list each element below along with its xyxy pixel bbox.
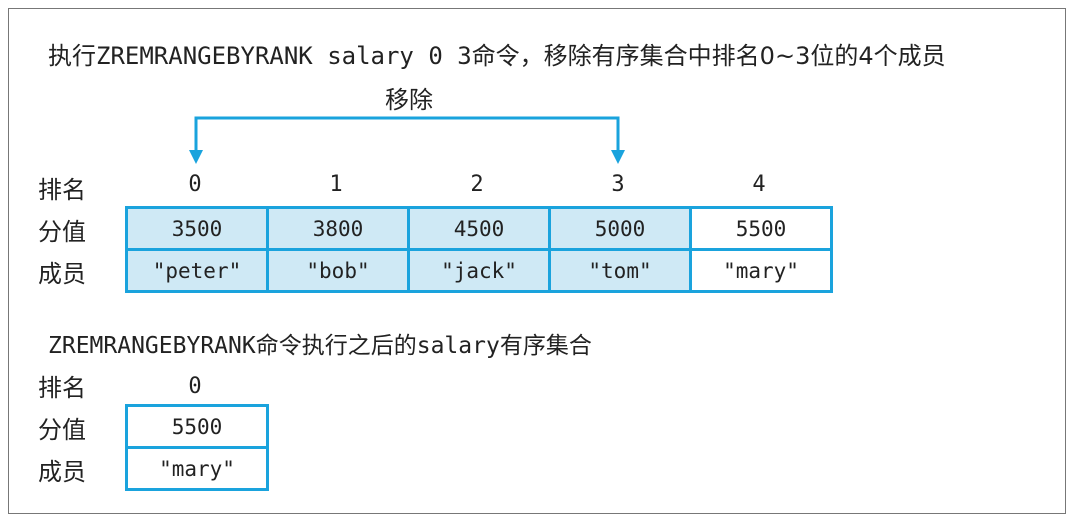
- before-rank-1: 1: [329, 172, 343, 197]
- member-label: 成员: [38, 260, 86, 288]
- before-score-cell-0: 3500: [125, 206, 269, 251]
- before-rank-2: 2: [470, 172, 484, 197]
- before-score-cell-3: 5000: [548, 206, 692, 251]
- after-title-key: salary: [416, 333, 500, 359]
- after-title-part1: 命令执行之后的: [255, 333, 417, 359]
- after-title-command: ZREMRANGEBYRANK: [48, 333, 256, 359]
- title-part2: 命令，移除有序集合中排名0~3位的4个成员: [471, 42, 946, 70]
- diagram-title: 执行ZREMRANGEBYRANK salary 0 3命令，移除有序集合中排名…: [48, 36, 946, 71]
- score-label: 分值: [38, 218, 86, 246]
- before-rank-3: 3: [611, 172, 625, 197]
- after-title-part2: 有序集合: [499, 333, 592, 359]
- diagram-frame: [8, 8, 1066, 514]
- after-score-label: 分值: [38, 416, 86, 444]
- before-rank-4: 4: [752, 172, 766, 197]
- arrow-head-left: [189, 150, 203, 164]
- title-command: ZREMRANGEBYRANK salary 0 3: [96, 42, 472, 70]
- before-member-cell-4: "mary": [689, 248, 833, 293]
- before-score-cell-1: 3800: [266, 206, 410, 251]
- after-member-cell-0: "mary": [125, 446, 269, 491]
- after-score-cell-0: 5500: [125, 404, 269, 449]
- before-score-cell-2: 4500: [407, 206, 551, 251]
- before-member-cell-0: "peter": [125, 248, 269, 293]
- after-rank-0: 0: [188, 374, 202, 399]
- before-member-cell-3: "tom": [548, 248, 692, 293]
- after-title: ZREMRANGEBYRANK命令执行之后的salary有序集合: [48, 326, 592, 360]
- rank-label: 排名: [38, 176, 86, 204]
- remove-label: 移除: [385, 86, 433, 114]
- before-member-cell-2: "jack": [407, 248, 551, 293]
- arrow-head-right: [611, 150, 625, 164]
- title-part1: 执行: [48, 42, 96, 70]
- after-member-label: 成员: [38, 458, 86, 486]
- before-member-cell-1: "bob": [266, 248, 410, 293]
- before-score-cell-4: 5500: [689, 206, 833, 251]
- after-rank-label: 排名: [38, 374, 86, 402]
- arrow-bracket-line: [194, 116, 620, 150]
- before-rank-0: 0: [188, 172, 202, 197]
